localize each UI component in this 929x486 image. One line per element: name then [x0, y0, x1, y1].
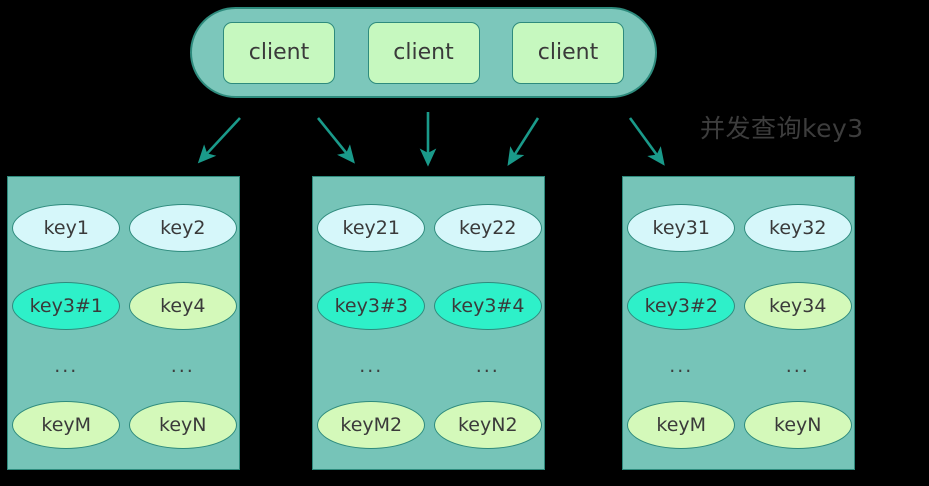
client-box-3[interactable]: client — [512, 21, 624, 84]
arrow-client3-to-node3 — [628, 117, 665, 166]
key-ellipse-keyM2[interactable]: keyM2 — [317, 401, 426, 449]
key-row-1-4: keyM keyN — [8, 401, 241, 449]
key-label: key21 — [342, 216, 400, 239]
node-container-2: key21 key22 key3#3 key3#4 ... ... keyM2 … — [312, 176, 545, 470]
client-label-2: client — [393, 39, 454, 65]
key-ellipse-keyN-node3[interactable]: keyN — [743, 401, 852, 449]
key-label: keyM2 — [340, 413, 403, 436]
node-container-1: key1 key2 key3#1 key4 ... ... keyM keyN — [7, 176, 240, 470]
key-label: keyM — [656, 413, 707, 436]
key-ellipse-key2[interactable]: key2 — [128, 204, 237, 252]
key-label: key2 — [160, 216, 206, 239]
key-ellipse-key3-2[interactable]: key3#2 — [627, 282, 736, 330]
key-ellipse-key22[interactable]: key22 — [433, 204, 542, 252]
arrow-client1-to-node2 — [316, 117, 355, 164]
key-ellipse-keyN2[interactable]: keyN2 — [433, 401, 542, 449]
key-row-1-3-ellipsis: ... ... — [8, 355, 241, 377]
key-label: keyM — [41, 413, 92, 436]
key-row-3-3-ellipsis: ... ... — [623, 355, 856, 377]
arrow-client1-to-node1 — [197, 117, 241, 164]
client-label-1: client — [248, 39, 310, 65]
key-row-1-1: key1 key2 — [8, 204, 241, 252]
client-cluster-container: client client client — [190, 7, 657, 98]
key-row-1-2: key3#1 key4 — [8, 282, 241, 330]
key-row-3-2: key3#2 key34 — [623, 282, 856, 330]
key-label: key1 — [43, 216, 89, 239]
key-label: key22 — [459, 216, 517, 239]
node-container-3: key31 key32 key3#2 key34 ... ... keyM ke… — [622, 176, 855, 470]
ellipsis-right: ... — [170, 354, 195, 377]
key-ellipse-keyM-node3[interactable]: keyM — [627, 401, 736, 449]
key-ellipse-keyM[interactable]: keyM — [12, 401, 121, 449]
key-ellipse-key3-3[interactable]: key3#3 — [317, 282, 426, 330]
ellipsis-left: ... — [359, 354, 384, 377]
client-box-1[interactable]: client — [223, 21, 335, 84]
ellipsis-right: ... — [785, 354, 810, 377]
key-row-3-1: key31 key32 — [623, 204, 856, 252]
key-label: keyN — [774, 413, 822, 436]
key-row-2-2: key3#3 key3#4 — [313, 282, 546, 330]
ellipsis-left: ... — [54, 354, 79, 377]
key-ellipse-key31[interactable]: key31 — [627, 204, 736, 252]
client-box-2[interactable]: client — [367, 21, 480, 84]
key-ellipse-key3-1[interactable]: key3#1 — [12, 282, 121, 330]
key-label: keyN2 — [457, 413, 518, 436]
key-label: key4 — [160, 294, 206, 317]
key-ellipse-key3-4[interactable]: key3#4 — [433, 282, 542, 330]
arrow-client3-to-node2 — [507, 117, 540, 166]
key-label: key31 — [652, 216, 710, 239]
key-label: key3#4 — [451, 294, 525, 317]
client-label-3: client — [537, 39, 599, 65]
key-label: key32 — [769, 216, 827, 239]
key-label: keyN — [159, 413, 207, 436]
key-ellipse-key21[interactable]: key21 — [317, 204, 426, 252]
key-ellipse-key1[interactable]: key1 — [12, 204, 121, 252]
key-row-2-3-ellipsis: ... ... — [313, 355, 546, 377]
key-row-3-4: keyM keyN — [623, 401, 856, 449]
key-label: key34 — [769, 294, 827, 317]
annotation-concurrent-query: 并发查询key3 — [700, 114, 864, 143]
ellipsis-left: ... — [669, 354, 694, 377]
ellipsis-right: ... — [475, 354, 500, 377]
key-ellipse-key4[interactable]: key4 — [128, 282, 237, 330]
key-ellipse-keyN[interactable]: keyN — [128, 401, 237, 449]
key-label: key3#3 — [334, 294, 408, 317]
key-label: key3#1 — [29, 294, 103, 317]
key-ellipse-key34[interactable]: key34 — [743, 282, 852, 330]
key-row-2-1: key21 key22 — [313, 204, 546, 252]
key-label: key3#2 — [644, 294, 718, 317]
key-row-2-4: keyM2 keyN2 — [313, 401, 546, 449]
key-ellipse-key32[interactable]: key32 — [743, 204, 852, 252]
